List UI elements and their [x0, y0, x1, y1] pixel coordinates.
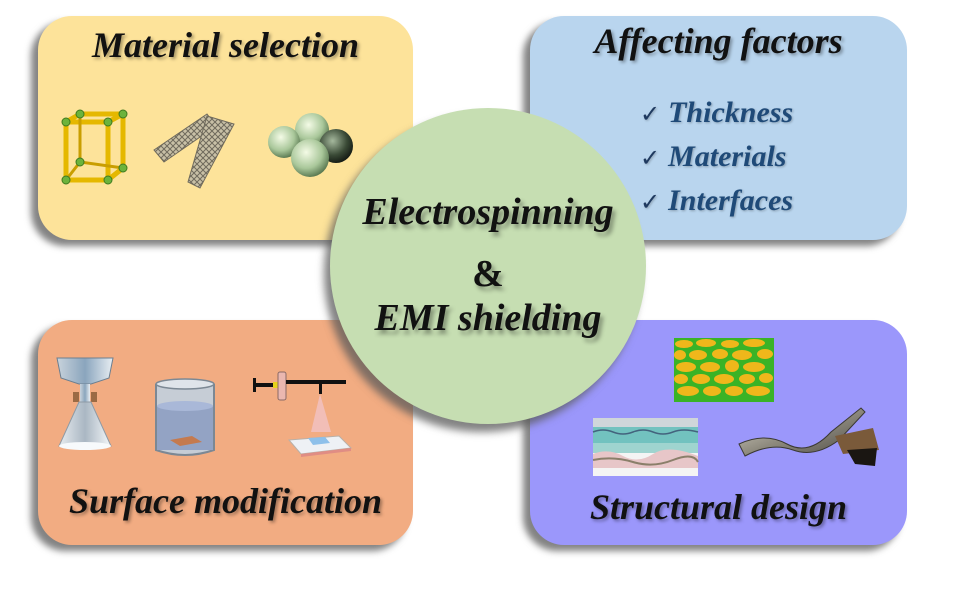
carbon-nanotube-sheet-icon: [153, 113, 235, 189]
factor-item-thickness: ✓ Thickness: [640, 92, 793, 136]
surface-modification-title: Surface modification: [69, 481, 382, 521]
factor-item-interfaces: ✓ Interfaces: [640, 180, 793, 224]
center-hub-circle: [330, 108, 646, 424]
nanoparticle-cluster-icon: [268, 113, 353, 177]
check-icon: ✓: [640, 102, 661, 128]
center-title-electrospinning: Electrospinning: [362, 191, 614, 233]
mof-cube-framework-icon: [61, 109, 128, 185]
center-title-emi-shielding: EMI shielding: [374, 297, 602, 339]
material-selection-title: Material selection: [92, 25, 359, 65]
structural-design-title: Structural design: [589, 487, 848, 527]
affecting-factors-list: ✓ Thickness ✓ Materials ✓ Interfaces: [640, 92, 793, 224]
factor-item-materials: ✓ Materials: [640, 136, 793, 180]
spray-coating-icon: [253, 371, 353, 457]
affecting-factors-title: Affecting factors: [594, 21, 843, 61]
check-icon: ✓: [640, 190, 661, 216]
immersion-beaker-icon: [155, 378, 215, 456]
segregated-structure-icon: [674, 338, 774, 402]
wavy-multilayer-film-icon: [738, 407, 879, 466]
filtration-funnel-icon: [56, 357, 114, 450]
factor-label: Interfaces: [668, 184, 794, 217]
center-title-ampersand: &: [472, 253, 504, 295]
factor-label: Thickness: [668, 96, 794, 129]
factor-label: Materials: [668, 140, 787, 173]
check-icon: ✓: [640, 146, 661, 172]
layered-structure-icon: [592, 418, 699, 476]
